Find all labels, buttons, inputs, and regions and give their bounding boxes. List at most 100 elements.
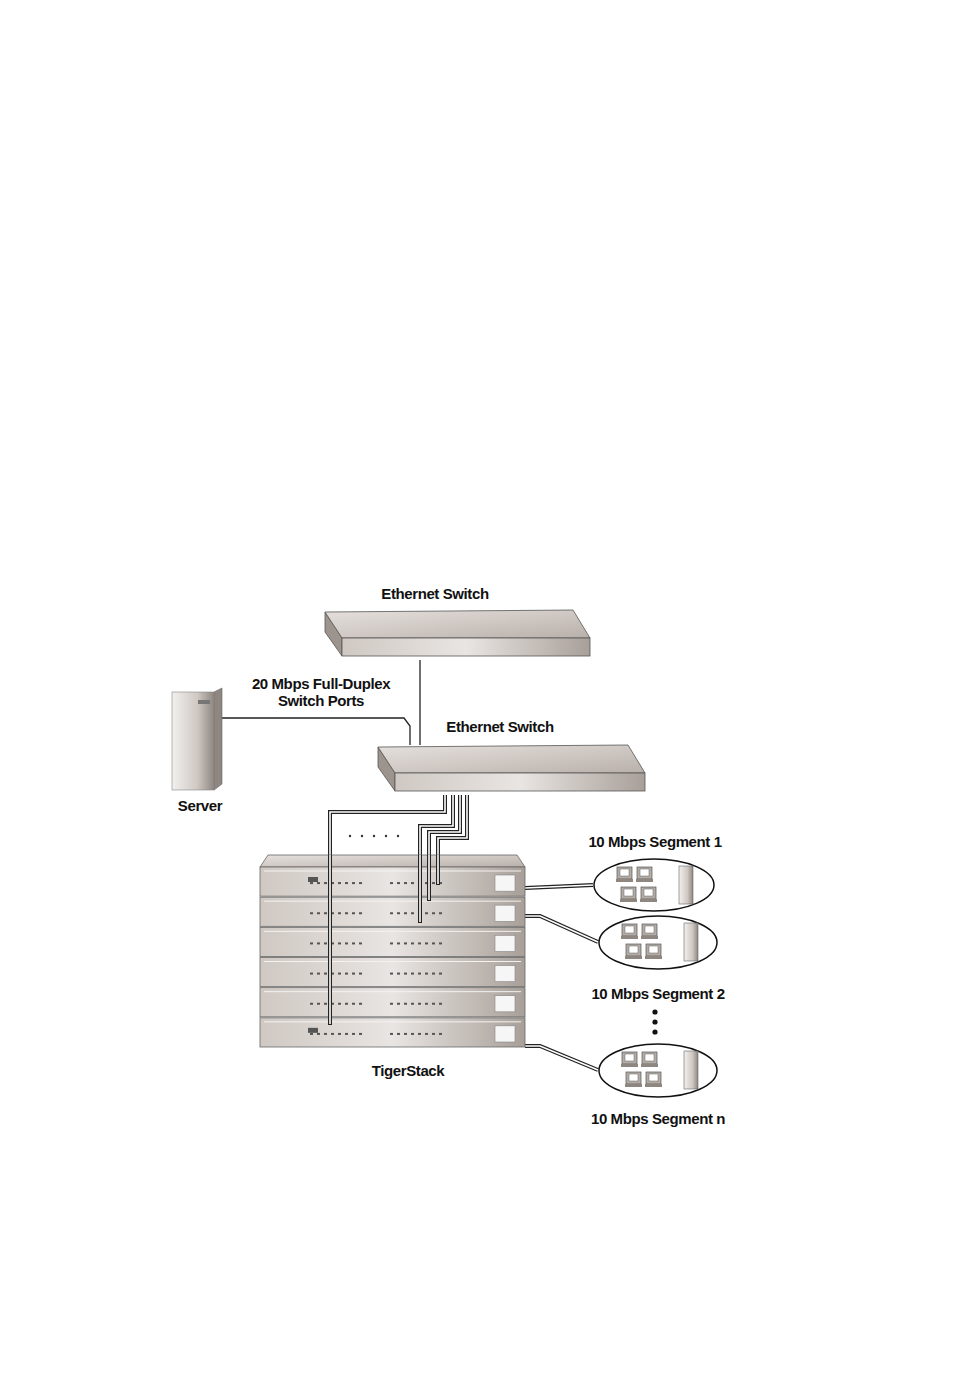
server-node: Server bbox=[172, 688, 222, 790]
tower-shape bbox=[172, 688, 222, 790]
stack-shape bbox=[260, 855, 525, 1050]
lan-segment: 10 Mbps Segment 1 bbox=[593, 858, 715, 912]
segment-server bbox=[684, 923, 698, 961]
port bbox=[432, 1033, 435, 1035]
cable-core bbox=[525, 885, 593, 888]
port bbox=[317, 1033, 320, 1035]
cable-core bbox=[429, 795, 460, 855]
port bbox=[317, 1003, 320, 1005]
cable-drop-core bbox=[428, 855, 430, 900]
port bbox=[404, 1003, 407, 1005]
segment-shape bbox=[598, 915, 718, 970]
pc-screen bbox=[645, 1054, 654, 1061]
pc-monitor bbox=[637, 867, 652, 879]
pc-base bbox=[641, 936, 658, 939]
port bbox=[390, 1033, 393, 1035]
wire-connector bbox=[420, 660, 421, 745]
cable-drop-core bbox=[437, 855, 439, 884]
wire-connector bbox=[222, 718, 410, 745]
pc-monitor bbox=[626, 944, 641, 956]
unit-edge bbox=[264, 1021, 521, 1022]
cable-drop bbox=[436, 855, 440, 885]
port bbox=[317, 912, 320, 914]
stack-unit bbox=[260, 897, 525, 926]
port bbox=[404, 912, 407, 914]
port bbox=[345, 882, 348, 884]
unit-edge bbox=[264, 901, 521, 902]
pc-base bbox=[625, 1084, 642, 1087]
segment-outline bbox=[599, 1044, 717, 1097]
cable-connector bbox=[525, 1046, 598, 1070]
edge-label: 20 Mbps Full-Duplex Switch Ports bbox=[233, 675, 409, 709]
port bbox=[359, 1003, 362, 1005]
unit-panel bbox=[495, 935, 515, 951]
wire-line bbox=[222, 718, 410, 745]
pc-screen bbox=[644, 889, 653, 896]
segment-server bbox=[679, 866, 693, 904]
cable-outer bbox=[525, 1046, 598, 1070]
port bbox=[439, 1003, 442, 1005]
tower-front bbox=[172, 692, 214, 790]
pc-screen bbox=[625, 926, 634, 933]
port bbox=[411, 912, 414, 914]
port bbox=[432, 882, 435, 884]
port bbox=[418, 1003, 421, 1005]
port bbox=[439, 912, 442, 914]
port bbox=[310, 1003, 313, 1005]
pc-monitor bbox=[642, 1052, 657, 1064]
port bbox=[324, 882, 327, 884]
port bbox=[397, 912, 400, 914]
port bbox=[425, 1003, 428, 1005]
unit-edge bbox=[264, 931, 521, 932]
stack-unit bbox=[260, 867, 525, 896]
slab-top bbox=[325, 610, 590, 638]
cable-drop bbox=[427, 855, 431, 901]
stack-unit bbox=[260, 927, 525, 956]
node-label: 10 Mbps Segment n bbox=[591, 1110, 725, 1127]
port bbox=[352, 1033, 355, 1035]
cable-outer bbox=[429, 795, 460, 855]
slab-shape bbox=[325, 610, 590, 660]
port bbox=[359, 973, 362, 975]
port bbox=[324, 942, 327, 944]
port bbox=[345, 1003, 348, 1005]
tower-side bbox=[214, 688, 222, 790]
port bbox=[324, 1033, 327, 1035]
switch-node: Ethernet Switch bbox=[325, 610, 590, 660]
port bbox=[390, 882, 393, 884]
port bbox=[317, 942, 320, 944]
port bbox=[310, 912, 313, 914]
pc-monitor bbox=[646, 1072, 661, 1084]
port bbox=[411, 1033, 414, 1035]
port bbox=[425, 942, 428, 944]
port bbox=[411, 882, 414, 884]
port bbox=[310, 973, 313, 975]
port bbox=[404, 1033, 407, 1035]
stack-unit bbox=[260, 958, 525, 987]
pc-base bbox=[641, 1064, 658, 1067]
slab-front bbox=[342, 638, 590, 656]
pc-screen bbox=[649, 1074, 658, 1081]
port bbox=[352, 973, 355, 975]
port bbox=[345, 912, 348, 914]
segment-shape bbox=[593, 858, 715, 912]
unit-badge bbox=[308, 877, 318, 882]
port bbox=[432, 912, 435, 914]
cable-connector bbox=[525, 916, 598, 942]
unit-panel bbox=[495, 1026, 515, 1042]
port bbox=[397, 1033, 400, 1035]
pc-monitor bbox=[621, 887, 636, 899]
port bbox=[310, 942, 313, 944]
port bbox=[317, 882, 320, 884]
pc-base bbox=[616, 879, 633, 882]
pc-base bbox=[621, 936, 638, 939]
port bbox=[411, 973, 414, 975]
stack-unit bbox=[260, 1018, 525, 1047]
pc-screen bbox=[620, 869, 629, 876]
switch-node: Ethernet Switch bbox=[378, 745, 645, 795]
pc-monitor bbox=[642, 924, 657, 936]
unit-panel bbox=[495, 905, 515, 921]
slab-top bbox=[378, 745, 645, 773]
cable-drop bbox=[418, 855, 422, 923]
stack-top bbox=[260, 855, 525, 867]
